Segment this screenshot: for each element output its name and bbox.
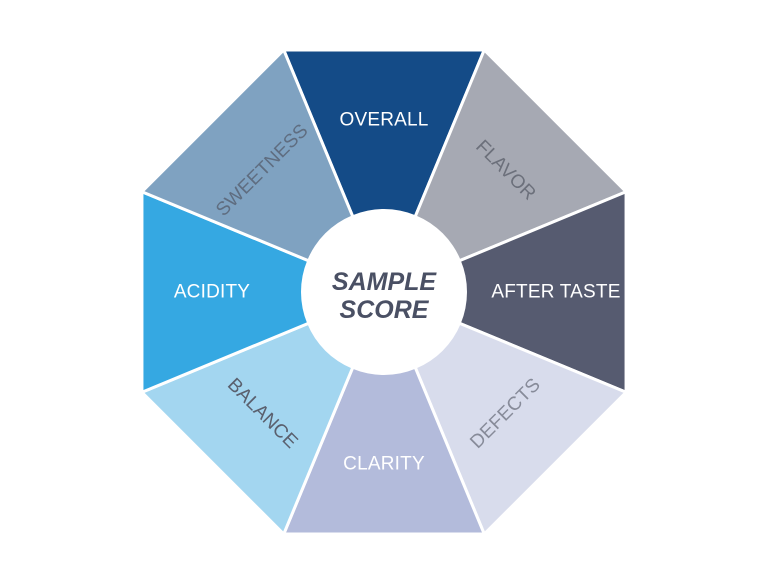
segment-label-overall: OVERALL [339, 110, 428, 131]
center-title-line2: SCORE [340, 296, 430, 324]
segment-label-acidity: ACIDITY [174, 282, 250, 303]
center-title-line1: SAMPLE [332, 268, 438, 296]
segment-label-after-taste: AFTER TASTE [491, 282, 620, 303]
center-circle [301, 209, 467, 375]
segment-label-clarity: CLARITY [343, 454, 425, 475]
